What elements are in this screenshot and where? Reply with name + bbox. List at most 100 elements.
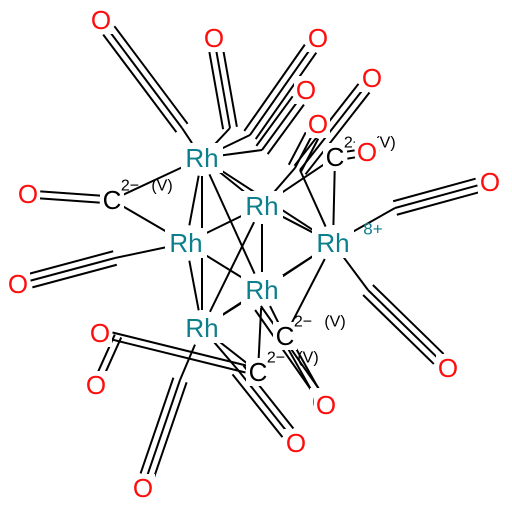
rh-c-bond-2-line-0	[217, 134, 251, 152]
carbide-valence-0: (V)	[151, 178, 172, 195]
rh-rh-bond-5-line-0	[201, 212, 247, 237]
label-knockout	[312, 228, 354, 258]
rh-c-bond-1-line-0	[213, 127, 231, 146]
co-triple-1-line-2	[222, 49, 238, 127]
co-triple-5-line-0	[392, 177, 476, 203]
label-knockout	[323, 143, 347, 171]
co-triple-8-line-2	[139, 377, 175, 474]
label-knockout	[273, 322, 297, 350]
label-knockout	[314, 391, 338, 419]
rh-c-bond-0-line-0	[181, 127, 193, 144]
label-knockout	[100, 186, 124, 214]
co-triple-2-line-2	[254, 52, 318, 140]
co-triple-2-line-1	[249, 48, 312, 136]
co-triple-7-line-2	[28, 250, 114, 275]
extra-co-double-0-line-1	[97, 334, 116, 373]
co-triple-10-line-2	[304, 91, 371, 175]
label-knockout	[355, 138, 379, 166]
carbide-carbon-1: C	[326, 142, 345, 172]
rh-rh-bond-4-line-0	[188, 260, 200, 311]
rh-rh-bond-6-line-0	[200, 251, 248, 282]
bond-layer	[28, 25, 480, 479]
oxygen-atom-12: O	[357, 137, 377, 167]
oxygen-atom-9: O	[286, 428, 306, 458]
rh-c-bond-9-line-0	[212, 341, 239, 371]
oxygen-atom-6: O	[438, 353, 458, 383]
carbide-rh-bond-0-1-line-0	[121, 205, 171, 235]
carbide-valence-1: (V)	[374, 135, 395, 152]
extra-co-double-0-line-0	[103, 337, 123, 375]
co-triple-10-line-1	[299, 87, 365, 171]
label-knockout	[246, 358, 270, 386]
carbide-charge-3: 2−	[267, 350, 285, 367]
label-knockout	[89, 6, 113, 34]
oxygen-atom-15: O	[86, 370, 106, 400]
oxygen-atom-11: O	[18, 179, 38, 209]
label-knockout	[181, 143, 223, 173]
co-triple-0-line-2	[113, 25, 189, 125]
rh-c-bond-4-line-0	[273, 167, 296, 194]
rh-c-bond-5-line-0	[348, 207, 396, 236]
oxygen-atom-7: O	[8, 269, 28, 299]
rh-c-bond-6-line-0	[342, 256, 369, 291]
rhodium-atom-r3: Rh	[169, 228, 202, 258]
oxygen-atom-5: O	[480, 167, 500, 197]
rh-rh-bond-3-line-0	[208, 173, 256, 275]
co-triple-4-line-0	[287, 131, 307, 166]
rhodium-atom-r2: Rh	[245, 191, 278, 221]
carbide-rh-bond-1-1-line-0	[332, 168, 336, 226]
rh-rh-bond-7-line-0	[277, 213, 318, 236]
rh-c-bond-8-line-0	[179, 344, 196, 381]
oxygen-atom-10: O	[362, 63, 382, 93]
label-knockout	[84, 371, 108, 399]
label-knockout	[181, 313, 223, 343]
co-triple-6-line-0	[372, 284, 445, 355]
label-knockout	[16, 180, 40, 208]
co-triple-3-line-1	[261, 99, 300, 151]
co-triple-1-line-1	[215, 50, 231, 129]
co-triple-8-line-0	[152, 381, 188, 479]
label-knockout	[360, 64, 384, 92]
label-knockout	[241, 275, 283, 305]
carbide-rh-bond-2-1-line-0	[289, 258, 326, 326]
co-triple-6-line-2	[362, 294, 435, 365]
rh-c-bond-3-line-0	[219, 149, 263, 157]
rhodium-atom-r5: Rh	[245, 275, 278, 305]
carbide-co-double-0-line-1	[40, 190, 101, 197]
oxygen-atom-14: O	[90, 318, 110, 348]
carbide-co-double-3-line-0	[110, 338, 246, 374]
oxygen-atom-2: O	[308, 23, 328, 53]
rhodium-atom-r6: Rh	[185, 313, 218, 343]
co-triple-7-line-1	[30, 257, 116, 282]
oxygen-atom-16: O	[316, 390, 336, 420]
oxygen-atom-1: O	[204, 23, 224, 53]
label-knockout	[202, 24, 226, 52]
label-knockout	[284, 429, 308, 457]
label-knockout	[6, 270, 30, 298]
label-knockout	[436, 354, 460, 382]
rh-c-bond-10-line-0	[299, 169, 327, 228]
co-triple-8-line-1	[146, 379, 181, 477]
carbide-co-double-1-line-0	[346, 149, 355, 153]
label-knockout	[478, 168, 502, 196]
carbide-co-double-3-line-1	[112, 331, 248, 367]
co-triple-2-line-0	[243, 44, 306, 132]
rh-rh-bond-0-line-0	[188, 175, 200, 226]
cluster-charge-label: 8+	[363, 220, 382, 239]
carbide-valence-2: (V)	[324, 314, 345, 331]
label-knockout	[306, 110, 330, 138]
label-knockout	[294, 76, 318, 104]
extra-co-double-1-line-1	[254, 309, 317, 397]
carbide-co-double-1-line-1	[347, 156, 356, 160]
rh-c-bond-7-line-0	[114, 245, 169, 259]
co-triple-3-line-2	[266, 104, 305, 155]
rhodium-atom-r4: Rh	[316, 228, 349, 258]
label-knockout	[165, 228, 207, 258]
co-triple-1-line-0	[208, 51, 225, 130]
label-knockout	[131, 474, 155, 502]
co-triple-5-line-2	[396, 191, 480, 216]
carbide-rh-bond-1-0-line-0	[276, 162, 326, 197]
